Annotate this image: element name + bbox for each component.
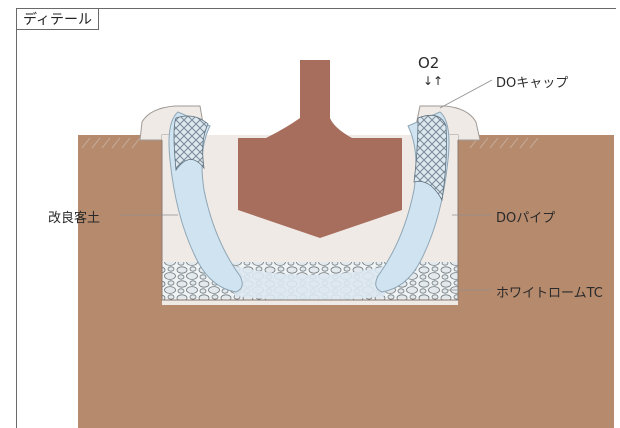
whitelom-label: ホワイトロームTC (496, 282, 620, 301)
trunk (266, 60, 352, 138)
do-cap-label: DOキャップ (496, 72, 568, 91)
o2-label: O2 (418, 54, 439, 72)
o2-arrows: ↓↑ (423, 74, 443, 88)
do-pipe-label: DOパイプ (496, 207, 555, 226)
improved-soil-label: 改良客土 (48, 207, 100, 226)
